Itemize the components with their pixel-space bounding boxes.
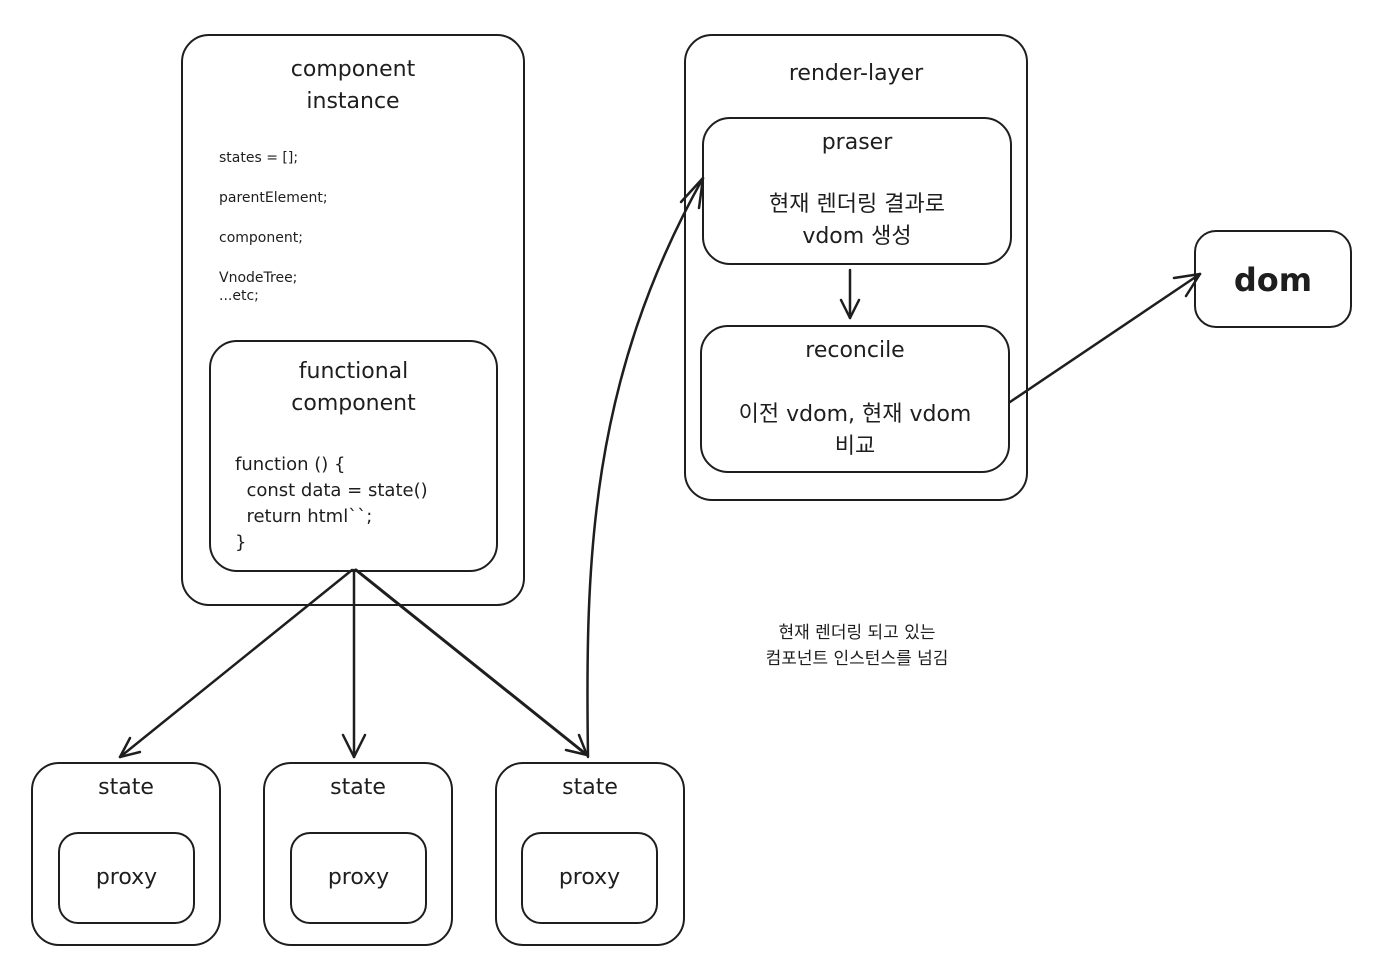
dom-label: dom — [1233, 261, 1313, 299]
arrowhead-state-3 — [564, 733, 589, 757]
field-component: component; — [219, 230, 303, 246]
proxy-label-1: proxy — [95, 865, 158, 890]
code-line-4: } — [235, 532, 247, 553]
proxy-box-2: proxy — [290, 832, 427, 924]
reconcile-box: reconcile 이전 vdom, 현재 vdom 비교 — [700, 325, 1010, 473]
proxy-label-3: proxy — [558, 865, 621, 890]
functional-component-title: functional component — [291, 359, 416, 416]
code-line-1: function () { — [235, 454, 346, 475]
component-instance-title: component instance — [290, 57, 416, 114]
annotation-note: 현재 렌더링 되고 있는 컴포넌트 인스턴스를 넘김 — [765, 623, 949, 669]
state-box-2: state — [263, 762, 453, 946]
functional-component-box: functional component function () { const… — [209, 340, 498, 572]
arrow-reconcile-to-dom — [1008, 272, 1202, 404]
component-instance-box: component instance states = []; parentEl… — [181, 34, 525, 606]
code-line-3: return html``; — [235, 506, 373, 527]
field-parent-element: parentElement; — [219, 190, 328, 206]
render-layer-box: render-layer — [684, 34, 1028, 501]
praser-description: 현재 렌더링 결과로 vdom 생성 — [769, 192, 945, 249]
render-layer-title: render-layer — [788, 61, 924, 86]
state-box-3: state — [495, 762, 685, 946]
dom-box: dom — [1194, 230, 1352, 328]
arrowhead-state-1 — [118, 736, 142, 759]
proxy-box-1: proxy — [58, 832, 195, 924]
reconcile-title: reconcile — [805, 338, 905, 363]
field-states: states = []; — [219, 150, 299, 166]
reconcile-description: 이전 vdom, 현재 vdom 비교 — [738, 402, 972, 459]
proxy-box-3: proxy — [521, 832, 658, 924]
field-vnode-tree: VnodeTree; ...etc; — [219, 270, 298, 304]
state-box-1: state — [31, 762, 221, 946]
proxy-label-2: proxy — [327, 865, 390, 890]
state-label-2: state — [330, 775, 386, 800]
praser-box: praser 현재 렌더링 결과로 vdom 생성 — [702, 117, 1012, 265]
state-label-1: state — [98, 775, 154, 800]
code-line-2: const data = state() — [235, 480, 428, 501]
praser-title: praser — [821, 130, 893, 155]
state-label-3: state — [562, 775, 618, 800]
arrowhead-state-2 — [341, 733, 367, 759]
